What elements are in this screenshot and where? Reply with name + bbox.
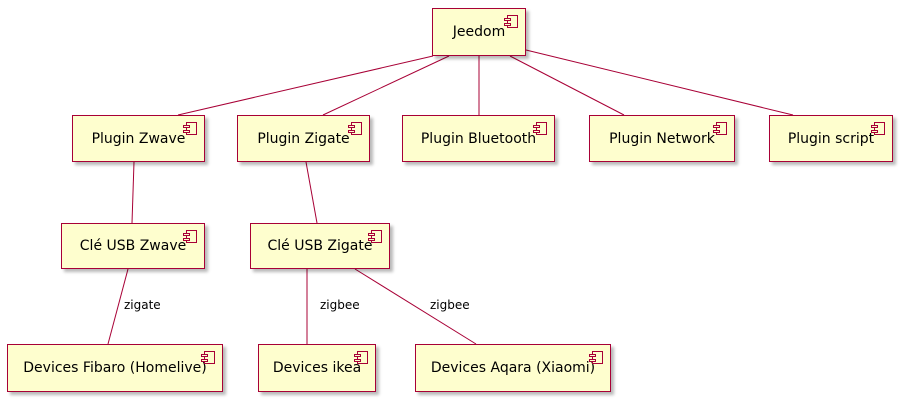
node-plugin-script[interactable]: Plugin script (769, 115, 893, 162)
component-icon (713, 122, 727, 135)
node-plugin-network[interactable]: Plugin Network (589, 115, 735, 162)
node-jeedom[interactable]: Jeedom (432, 8, 526, 56)
node-devices-aqara[interactable]: Devices Aqara (Xiaomi) (415, 344, 611, 392)
component-icon (871, 122, 885, 135)
node-cle-usb-zwave[interactable]: Clé USB Zwave (61, 223, 205, 269)
node-label: Plugin Zigate (257, 130, 350, 147)
edge-jeedom-plugin-network (509, 55, 625, 116)
component-icon (183, 230, 197, 243)
component-icon (348, 122, 362, 135)
node-label: Plugin Bluetooth (420, 130, 537, 147)
node-label: Devices Aqara (Xiaomi) (430, 360, 596, 376)
node-label: Devices Fibaro (Homelive) (23, 360, 207, 376)
node-devices-fibaro[interactable]: Devices Fibaro (Homelive) (7, 344, 223, 392)
component-icon (589, 351, 603, 364)
component-icon (201, 351, 215, 364)
node-cle-usb-zigate[interactable]: Clé USB Zigate (250, 223, 390, 269)
edge-cle-usb-zigate-devices-aqara (354, 268, 477, 345)
node-label: Clé USB Zwave (79, 238, 187, 254)
edge-cle-usb-zwave-devices-fibaro (107, 268, 129, 345)
edge-label-zigate: zigate (124, 298, 161, 312)
component-icon (354, 351, 368, 364)
node-label: Devices ikea (272, 360, 362, 376)
edge-label-zigbee-aqara: zigbee (430, 298, 470, 312)
edge-label-zigbee-ikea: zigbee (320, 298, 360, 312)
node-label: Plugin script (787, 130, 875, 147)
edge-jeedom-plugin-script (525, 49, 794, 116)
component-icon (183, 122, 197, 135)
node-label: Jeedom (452, 24, 506, 40)
edge-plugin-zigate-cle-usb-zigate (305, 161, 318, 224)
node-plugin-zigate[interactable]: Plugin Zigate (237, 115, 370, 162)
component-icon (504, 15, 518, 28)
edge-plugin-zwave-cle-usb-zwave (131, 161, 135, 224)
component-icon (533, 122, 547, 135)
node-devices-ikea[interactable]: Devices ikea (258, 344, 376, 392)
node-label: Plugin Network (609, 130, 715, 147)
edge-jeedom-plugin-zigate (322, 55, 450, 116)
edge-jeedom-plugin-zwave (177, 55, 434, 116)
node-plugin-zwave[interactable]: Plugin Zwave (72, 115, 205, 162)
component-icon (368, 230, 382, 243)
node-label: Clé USB Zigate (267, 238, 373, 254)
node-label: Plugin Zwave (91, 130, 186, 147)
node-plugin-bluetooth[interactable]: Plugin Bluetooth (402, 115, 555, 162)
